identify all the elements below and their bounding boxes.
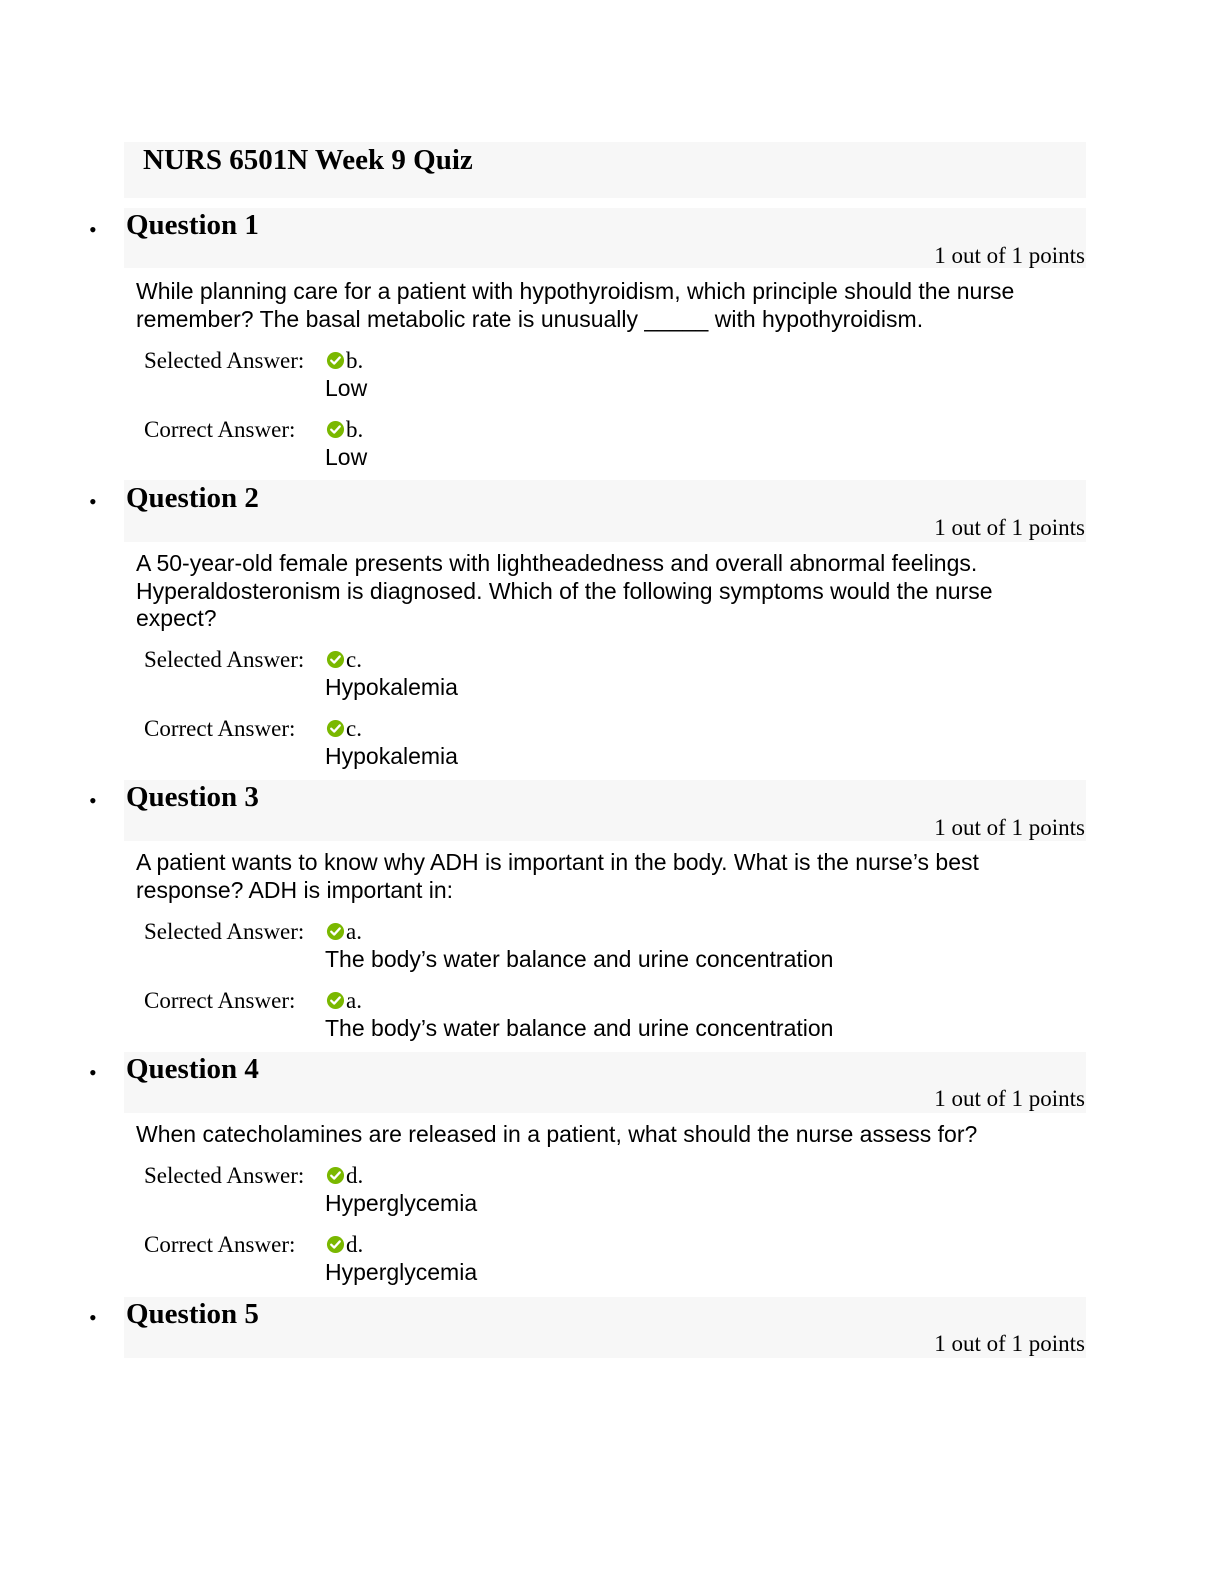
correct-answer-label: Correct Answer: bbox=[144, 716, 296, 741]
correct-answer-letter: d. bbox=[326, 1232, 363, 1258]
answer-letter: a. bbox=[346, 988, 362, 1013]
correct-answer-letter: b. bbox=[326, 417, 363, 443]
question-header bbox=[124, 480, 1086, 542]
correct-answer-letter: a. bbox=[326, 988, 362, 1014]
correct-answer-label: Correct Answer: bbox=[144, 988, 296, 1013]
correct-answer-letter: c. bbox=[326, 716, 362, 742]
answer-letter: a. bbox=[346, 919, 362, 944]
selected-answer-label: Selected Answer: bbox=[144, 647, 305, 672]
selected-answer-text: Hyperglycemia bbox=[325, 1190, 478, 1216]
selected-answer-label: Selected Answer: bbox=[144, 1163, 305, 1188]
answer-letter: d. bbox=[346, 1232, 364, 1257]
bullet-icon: • bbox=[89, 489, 97, 514]
bullet-icon: • bbox=[89, 1060, 97, 1085]
question-points: 1 out of 1 points bbox=[934, 815, 1085, 840]
correct-answer-label: Correct Answer: bbox=[144, 1232, 296, 1257]
question-title: Question 4 bbox=[126, 1053, 259, 1085]
question-title: Question 5 bbox=[126, 1298, 259, 1330]
question-title: Question 3 bbox=[126, 781, 259, 813]
title-band bbox=[124, 142, 1086, 198]
check-circle-icon bbox=[326, 719, 345, 738]
question-points: 1 out of 1 points bbox=[934, 243, 1085, 268]
question-text: A patient wants to know why ADH is impor… bbox=[136, 849, 979, 903]
check-circle-icon bbox=[326, 1166, 345, 1185]
question-text: While planning care for a patient with h… bbox=[136, 278, 1015, 332]
bullet-icon: • bbox=[89, 788, 97, 813]
question-header bbox=[124, 1297, 1086, 1358]
correct-answer-text: Hypokalemia bbox=[325, 743, 458, 769]
question-title: Question 2 bbox=[126, 482, 259, 514]
check-circle-icon bbox=[326, 922, 345, 941]
check-circle-icon bbox=[326, 1235, 345, 1254]
selected-answer-letter: c. bbox=[326, 647, 362, 673]
correct-answer-text: Low bbox=[325, 444, 368, 470]
bullet-icon: • bbox=[89, 1305, 97, 1330]
quiz-title: NURS 6501N Week 9 Quiz bbox=[143, 144, 473, 176]
bullet-icon: • bbox=[89, 217, 97, 242]
question-title: Question 1 bbox=[126, 209, 259, 241]
selected-answer-label: Selected Answer: bbox=[144, 348, 305, 373]
selected-answer-letter: d. bbox=[326, 1163, 363, 1189]
question-text: A 50-year-old female presents with light… bbox=[136, 550, 993, 631]
check-circle-icon bbox=[326, 991, 345, 1010]
selected-answer-label: Selected Answer: bbox=[144, 919, 305, 944]
selected-answer-text: Low bbox=[325, 375, 368, 401]
question-text: When catecholamines are released in a pa… bbox=[136, 1121, 978, 1147]
correct-answer-text: Hyperglycemia bbox=[325, 1259, 478, 1285]
answer-letter: c. bbox=[346, 716, 362, 741]
question-header bbox=[124, 208, 1086, 268]
check-circle-icon bbox=[326, 351, 345, 370]
selected-answer-letter: b. bbox=[326, 348, 363, 374]
selected-answer-letter: a. bbox=[326, 919, 362, 945]
selected-answer-text: The body’s water balance and urine conce… bbox=[325, 946, 834, 972]
answer-letter: b. bbox=[346, 348, 364, 373]
correct-answer-text: The body’s water balance and urine conce… bbox=[325, 1015, 834, 1041]
question-points: 1 out of 1 points bbox=[934, 1331, 1085, 1356]
question-header bbox=[124, 1052, 1086, 1113]
question-points: 1 out of 1 points bbox=[934, 1086, 1085, 1111]
check-circle-icon bbox=[326, 420, 345, 439]
answer-letter: b. bbox=[346, 417, 364, 442]
check-circle-icon bbox=[326, 650, 345, 669]
correct-answer-label: Correct Answer: bbox=[144, 417, 296, 442]
answer-letter: d. bbox=[346, 1163, 364, 1188]
question-points: 1 out of 1 points bbox=[934, 515, 1085, 540]
question-header bbox=[124, 780, 1086, 841]
selected-answer-text: Hypokalemia bbox=[325, 674, 458, 700]
answer-letter: c. bbox=[346, 647, 362, 672]
